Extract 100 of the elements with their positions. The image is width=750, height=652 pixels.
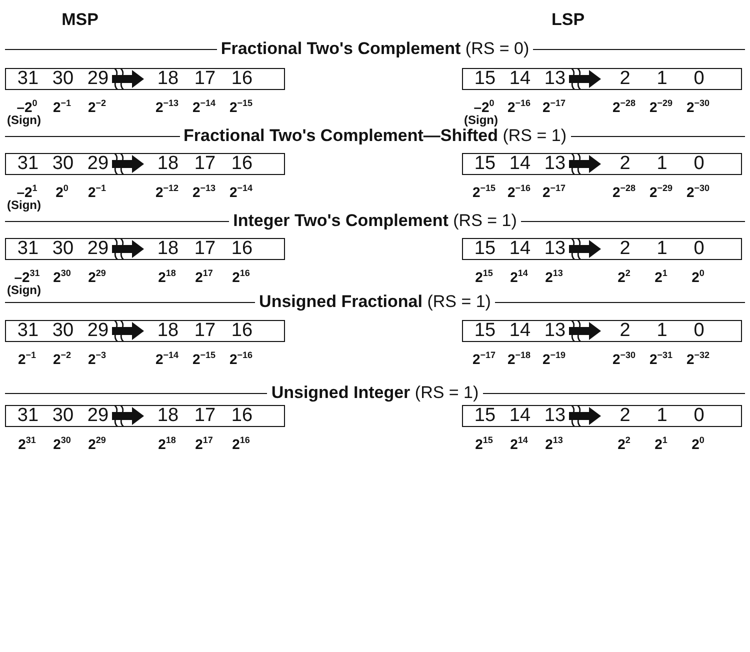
bit-weight: 2$^{29}$ bbox=[88, 434, 106, 452]
bit-number: 30 bbox=[52, 239, 74, 259]
bit-number: 30 bbox=[52, 321, 74, 341]
bit-number: 31 bbox=[17, 321, 39, 341]
bit-number: 13 bbox=[544, 239, 566, 259]
bit-number: 1 bbox=[656, 154, 668, 174]
bit-weight: 2$^{−29}$ bbox=[649, 182, 673, 200]
column-heading: MSP bbox=[62, 10, 98, 30]
bit-weight: 2$^{1}$ bbox=[654, 267, 668, 285]
bit-weight: 2$^{−14}$ bbox=[155, 349, 179, 367]
bit-weight: 2$^{13}$ bbox=[545, 267, 563, 285]
bit-weight: 2$^{16}$ bbox=[232, 267, 250, 285]
bit-number: 17 bbox=[194, 239, 216, 259]
bit-number: 13 bbox=[544, 154, 566, 174]
bit-number: 0 bbox=[694, 239, 704, 259]
bit-weight: 2$^{−16}$ bbox=[229, 349, 253, 367]
bit-weight: 2$^{−31}$ bbox=[649, 349, 673, 367]
bit-number: 30 bbox=[52, 406, 74, 426]
bit-weight: –2$^{1}$ bbox=[16, 182, 38, 200]
bit-weight: 2$^{−15}$ bbox=[472, 182, 496, 200]
bit-number: 15 bbox=[474, 406, 496, 426]
bit-weight: 2$^{−1}$ bbox=[52, 97, 72, 115]
bit-number: 16 bbox=[231, 69, 253, 89]
bit-weight: 2$^{0}$ bbox=[692, 434, 704, 452]
sign-note: (Sign) bbox=[7, 113, 41, 127]
bit-weight: 2$^{−28}$ bbox=[612, 182, 636, 200]
bit-number: 15 bbox=[474, 321, 496, 341]
bit-weight: 2$^{−28}$ bbox=[612, 97, 636, 115]
bit-number: 0 bbox=[694, 69, 704, 89]
register-box bbox=[462, 153, 742, 175]
bit-number: 29 bbox=[87, 406, 109, 426]
bit-number: 31 bbox=[17, 406, 39, 426]
bit-number: 17 bbox=[194, 154, 216, 174]
bit-number: 17 bbox=[194, 406, 216, 426]
bit-weight: 2$^{−18}$ bbox=[507, 349, 531, 367]
register-box bbox=[462, 405, 742, 427]
bit-number: 18 bbox=[157, 321, 179, 341]
bit-weight: 2$^{0}$ bbox=[692, 267, 704, 285]
bit-weight: 2$^{−17}$ bbox=[542, 182, 566, 200]
bit-weight: 2$^{−1}$ bbox=[88, 182, 106, 200]
register-box bbox=[462, 68, 742, 90]
column-heading: LSP bbox=[551, 10, 585, 30]
bit-weight: 2$^{−15}$ bbox=[192, 349, 216, 367]
bit-number: 1 bbox=[656, 69, 668, 89]
bit-weight: 2$^{18}$ bbox=[158, 267, 176, 285]
bit-weight: –2$^{0}$ bbox=[16, 97, 38, 115]
bit-weight: 2$^{2}$ bbox=[618, 267, 630, 285]
bit-weight: 2$^{−2}$ bbox=[52, 349, 72, 367]
bit-weight: 2$^{−2}$ bbox=[88, 97, 106, 115]
bit-number: 31 bbox=[17, 69, 39, 89]
bit-number: 13 bbox=[544, 69, 566, 89]
bit-weight: –2$^{31}$ bbox=[14, 267, 40, 285]
bit-number: 2 bbox=[620, 69, 630, 89]
bit-number: 18 bbox=[157, 239, 179, 259]
bit-number: 13 bbox=[544, 406, 566, 426]
bit-number: 14 bbox=[509, 321, 531, 341]
sign-note: (Sign) bbox=[464, 113, 498, 127]
bit-number: 29 bbox=[87, 321, 109, 341]
register-box bbox=[462, 320, 742, 342]
bit-number: 17 bbox=[194, 69, 216, 89]
bit-weight: 2$^{16}$ bbox=[232, 434, 250, 452]
bit-number: 15 bbox=[474, 154, 496, 174]
bit-weight: 2$^{−13}$ bbox=[155, 97, 179, 115]
register-box bbox=[5, 320, 285, 342]
bit-number: 17 bbox=[194, 321, 216, 341]
bit-weight: –2$^{0}$ bbox=[474, 97, 494, 115]
bit-weight: 2$^{17}$ bbox=[195, 267, 213, 285]
bit-number: 30 bbox=[52, 154, 74, 174]
bit-weight: 2$^{−17}$ bbox=[542, 97, 566, 115]
bit-number: 16 bbox=[231, 406, 253, 426]
register-box bbox=[5, 405, 285, 427]
register-box bbox=[5, 153, 285, 175]
bit-weight: 2$^{−1}$ bbox=[18, 349, 36, 367]
register-box bbox=[5, 238, 285, 260]
bit-number: 14 bbox=[509, 239, 531, 259]
bit-number: 0 bbox=[694, 154, 704, 174]
bit-number: 16 bbox=[231, 154, 253, 174]
bit-weight: 2$^{−30}$ bbox=[686, 182, 710, 200]
bit-number: 16 bbox=[231, 239, 253, 259]
register-box bbox=[5, 68, 285, 90]
bit-number: 14 bbox=[509, 406, 531, 426]
bit-weight: 2$^{−12}$ bbox=[155, 182, 179, 200]
bit-number: 29 bbox=[87, 239, 109, 259]
bit-number: 15 bbox=[474, 239, 496, 259]
section-heading: Fractional Two's Complement (RS = 0) bbox=[220, 39, 530, 59]
bit-weight: 2$^{31}$ bbox=[18, 434, 36, 452]
sign-note: (Sign) bbox=[7, 198, 41, 212]
bit-number: 31 bbox=[17, 239, 39, 259]
bit-weight: 2$^{1}$ bbox=[654, 434, 668, 452]
bit-number: 0 bbox=[694, 321, 704, 341]
bit-number: 14 bbox=[509, 154, 531, 174]
bit-weight: 2$^{14}$ bbox=[510, 434, 528, 452]
bit-weight: 2$^{−14}$ bbox=[192, 97, 216, 115]
bit-number: 2 bbox=[620, 154, 630, 174]
bit-number: 29 bbox=[87, 154, 109, 174]
bit-number: 29 bbox=[87, 69, 109, 89]
bit-weight: 2$^{14}$ bbox=[510, 267, 528, 285]
bit-weight: 2$^{17}$ bbox=[195, 434, 213, 452]
bit-number: 1 bbox=[656, 406, 668, 426]
section-heading: Unsigned Fractional (RS = 1) bbox=[258, 292, 492, 312]
